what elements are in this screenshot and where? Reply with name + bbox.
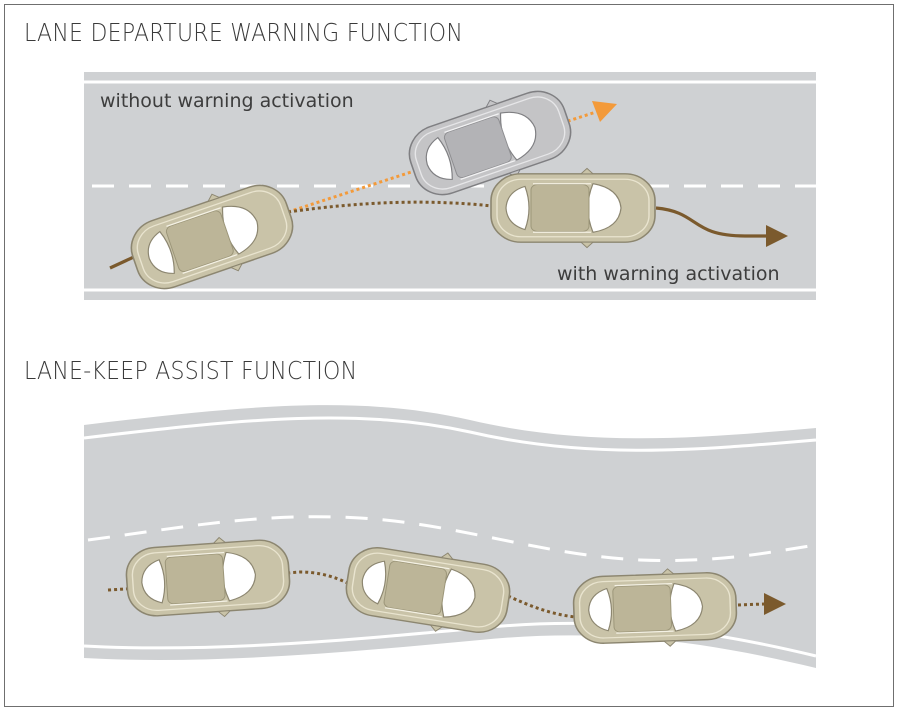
lka-center-dashed-line <box>87 515 817 562</box>
car-icon <box>490 167 656 249</box>
car-icon <box>571 565 739 651</box>
brown-dotted-path <box>287 200 493 214</box>
without-warning-label: without warning activation <box>100 90 354 112</box>
lka-path <box>107 570 786 619</box>
brown-solid-path-start <box>109 254 137 270</box>
arrow-head-icon <box>592 101 617 122</box>
lka-top-edge-line <box>83 416 817 452</box>
arrow-head-icon <box>766 225 788 247</box>
lane-departure-title: LANE DEPARTURE WARNING FUNCTION <box>24 18 464 47</box>
lane-keep-title: LANE-KEEP ASSIST FUNCTION <box>24 356 358 385</box>
arrow-head-icon <box>764 593 786 615</box>
brown-solid-path-end <box>655 206 768 238</box>
ldw-path-without-warning <box>287 101 617 214</box>
brown-dotted-path <box>737 602 765 607</box>
ldw-path-with-warning <box>109 200 788 270</box>
with-warning-label: with warning activation <box>557 263 780 285</box>
brown-dotted-path <box>507 594 576 619</box>
